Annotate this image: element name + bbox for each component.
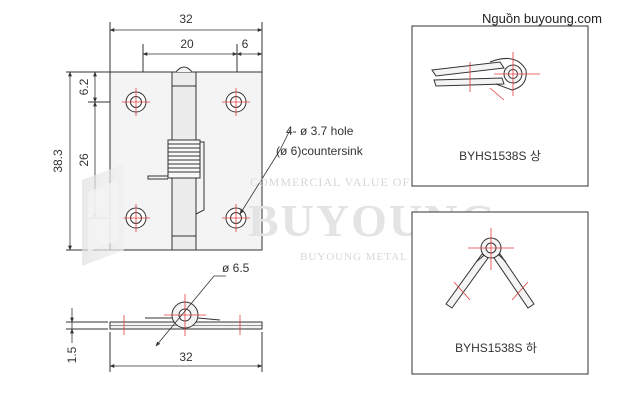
dim-width-total: 32 <box>179 12 193 26</box>
hole-note-line2: (ø 6)countersink <box>276 144 364 158</box>
detail-open-caption: BYHS1538S 상 <box>459 149 541 163</box>
detail-closed-panel: BYHS1538S 하 <box>411 211 589 375</box>
dim-side-width: 32 <box>179 350 193 364</box>
dim-height-total: 38.3 <box>51 149 65 173</box>
hinge-spring <box>147 139 205 215</box>
detail-closed-caption: BYHS1538S 하 <box>455 341 537 355</box>
hole-note-line1: 4- ø 3.7 hole <box>286 124 354 138</box>
dim-knuckle-diameter: ø 6.5 <box>222 261 250 275</box>
front-center-marks <box>122 88 250 232</box>
watermark-line3: BUYOUNG METAL CO. <box>300 251 432 263</box>
side-dimensions <box>70 275 263 368</box>
side-center-marks <box>123 294 241 336</box>
dim-width-inner: 20 <box>180 37 194 51</box>
side-view <box>66 301 263 372</box>
detail-open-panel: BYHS1538S 상 <box>411 25 589 187</box>
dim-thickness: 1.5 <box>65 346 79 363</box>
dim-hole-spacing: 26 <box>77 153 91 167</box>
dim-width-right: 6 <box>242 37 249 51</box>
dim-height-offset: 6.2 <box>77 78 91 95</box>
source-label: Nguồn buyoung.com <box>482 11 602 26</box>
